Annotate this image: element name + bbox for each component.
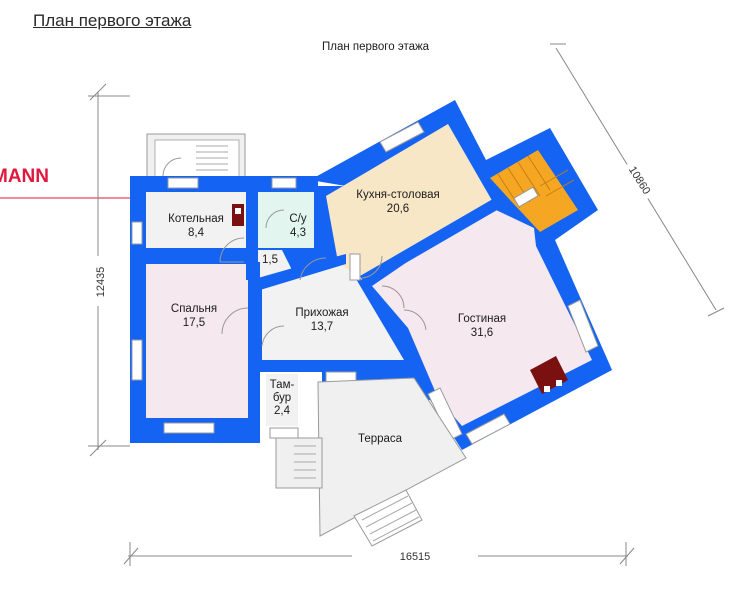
terrace-name: Терраса	[358, 433, 403, 445]
room-labels: Котельная 8,4 С/у 4,3 1,5 Кухня-столовая…	[168, 189, 506, 445]
boiler-area: 8,4	[188, 227, 205, 239]
boiler-name: Котельная	[168, 213, 224, 225]
partitions	[130, 186, 348, 422]
hall-area: 13,7	[311, 321, 333, 333]
vestibule-area: 2,4	[274, 405, 291, 417]
living-area: 31,6	[471, 327, 493, 339]
chimney	[232, 204, 244, 226]
bathroom-name: С/у	[289, 213, 307, 225]
dimension-width: 16515	[400, 551, 431, 563]
terrace	[275, 377, 467, 547]
living-name: Гостиная	[458, 313, 506, 325]
page-title: План первого этажа	[33, 11, 192, 30]
room-bedroom	[146, 264, 248, 418]
room-kitchen	[326, 124, 494, 280]
hall-name: Прихожая	[295, 307, 348, 319]
top-porch	[146, 133, 246, 181]
windows	[131, 121, 599, 445]
kitchen-area: 20,6	[387, 203, 409, 215]
room-boiler	[146, 192, 246, 248]
brand-logo-text: MANN	[0, 166, 49, 187]
room-hall	[262, 262, 404, 360]
bathroom-area: 4,3	[290, 227, 306, 239]
plan-caption: План первого этажа	[322, 41, 430, 53]
closet-area: 1,5	[262, 254, 278, 266]
vestibule-name-2: бур	[273, 392, 291, 404]
bedroom-area: 17,5	[183, 317, 205, 329]
vestibule-name-1: Там-	[270, 379, 295, 391]
kitchen-name: Кухня-столовая	[356, 189, 439, 201]
room-vestibule	[266, 374, 298, 426]
rooms	[146, 124, 592, 426]
bedroom-name: Спальня	[171, 303, 217, 315]
dimension-height: 12435	[95, 267, 107, 298]
